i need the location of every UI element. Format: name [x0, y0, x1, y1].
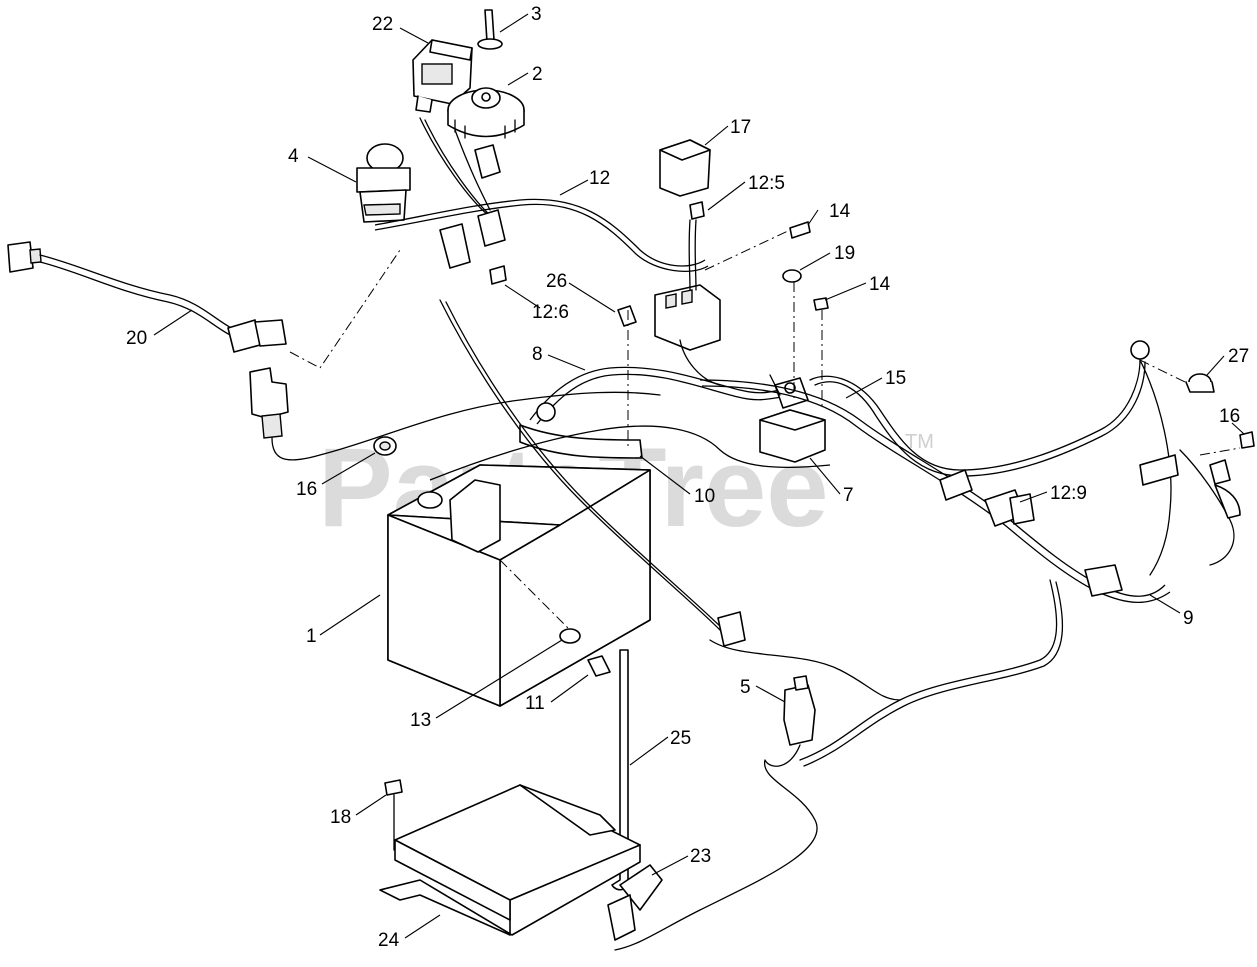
callout-2: 2 — [532, 64, 543, 85]
callout-16-left: 16 — [296, 479, 317, 500]
callout-10: 10 — [694, 486, 715, 507]
watermark-trademark: TM — [905, 431, 934, 453]
callout-15: 15 — [885, 368, 906, 389]
ignition-key-part — [477, 9, 503, 50]
terminal-cover-part — [373, 436, 397, 456]
callout-14-lower: 14 — [869, 274, 891, 295]
callout-12-5: 12:5 — [748, 173, 785, 194]
callout-3: 3 — [531, 4, 542, 25]
callout-labels: 22 3 2 17 4 12 12:5 14 19 26 14 12:6 20 … — [126, 4, 1249, 951]
leader-lines — [153, 13, 1245, 939]
cable-clip-part — [617, 305, 637, 327]
callout-8: 8 — [532, 344, 543, 365]
hour-meter-part — [412, 39, 473, 113]
upper-wire-harness-part — [374, 117, 709, 285]
callout-19: 19 — [834, 243, 855, 264]
ground-bolt-part — [1185, 373, 1215, 393]
terminal-boot-part — [1239, 431, 1255, 449]
battery-bolt-part — [587, 655, 611, 677]
callout-25: 25 — [670, 728, 691, 749]
relay-part — [659, 139, 711, 197]
ground-wire-part — [439, 299, 746, 647]
callout-14-upper: 14 — [829, 201, 851, 222]
callout-27: 27 — [1228, 346, 1249, 367]
ignition-switch-part — [447, 87, 525, 139]
battery-part — [387, 464, 651, 707]
callout-12-6: 12:6 — [532, 302, 569, 323]
washer-part — [782, 269, 802, 283]
callout-26: 26 — [546, 271, 567, 292]
screw-part — [789, 221, 811, 239]
callout-12: 12 — [589, 168, 610, 189]
battery-cable-part — [529, 366, 783, 425]
callout-5: 5 — [740, 677, 751, 698]
starter-solenoid-part — [759, 374, 826, 463]
callout-13: 13 — [410, 710, 431, 731]
alignment-lines — [289, 229, 1241, 850]
callout-24: 24 — [378, 930, 400, 951]
seat-switch-part — [249, 367, 661, 461]
callout-17: 17 — [730, 117, 751, 138]
callout-7: 7 — [843, 485, 854, 506]
main-wire-harness-part — [699, 340, 1241, 767]
callout-4: 4 — [288, 146, 299, 167]
callout-11: 11 — [525, 693, 545, 714]
interlock-switch-part — [614, 639, 901, 951]
callout-18: 18 — [330, 807, 351, 828]
callout-1: 1 — [306, 626, 317, 647]
callout-12-9: 12:9 — [1050, 483, 1087, 504]
bolt-part — [813, 297, 829, 311]
callout-23: 23 — [690, 846, 711, 867]
callout-9: 9 — [1183, 608, 1194, 629]
battery-tray-part — [379, 784, 641, 936]
battery-connector-part — [607, 864, 663, 941]
fuse-block-part — [654, 219, 721, 386]
pto-switch-part — [356, 143, 411, 223]
adapter-harness-part — [7, 241, 287, 353]
callout-20: 20 — [126, 328, 147, 349]
callout-16-right: 16 — [1219, 406, 1240, 427]
callout-22: 22 — [372, 14, 393, 35]
battery-washer-part — [559, 628, 581, 644]
